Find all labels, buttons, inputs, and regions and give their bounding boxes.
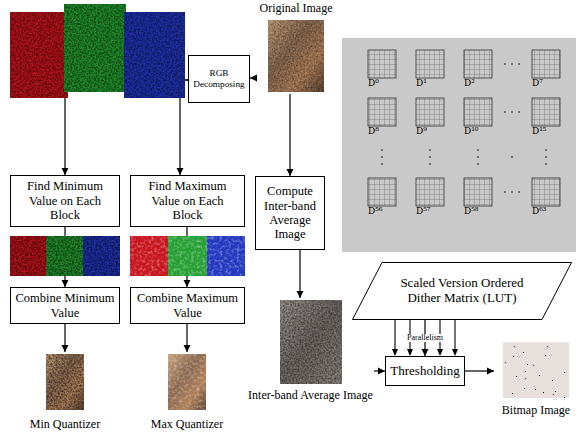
- connector: [62, 324, 69, 352]
- node-text: RGB Decomposing: [193, 68, 245, 89]
- process-box: Find Maximum Value on Each Block: [130, 175, 245, 227]
- photo: [268, 20, 324, 92]
- connector: [250, 75, 257, 82]
- process-box: Find Minimum Value on Each Block: [10, 175, 120, 227]
- matrix-label: D⁶³: [532, 207, 546, 217]
- matrix-label: D¹⁵: [532, 127, 546, 137]
- connector: [465, 368, 494, 375]
- image-caption: Inter-band Average Image: [247, 389, 374, 403]
- arrow-head: [177, 168, 184, 175]
- rgb-channels: [10, 4, 185, 98]
- image-node: Original Image: [257, 2, 335, 94]
- process-box: Combine Minimum Value: [10, 287, 120, 324]
- image-caption: Bitmap Image: [494, 404, 578, 418]
- connector: [287, 94, 294, 176]
- node-text: Find Minimum Value on Each Block: [15, 179, 115, 222]
- node-text: Combine Minimum Value: [15, 291, 115, 320]
- arrow-head: [250, 75, 257, 82]
- node-text: Thresholding: [390, 364, 460, 379]
- image-caption: Min Quantizer: [19, 418, 111, 432]
- image-node: Inter-band Average Image: [247, 298, 374, 403]
- matrix-label: D⁹: [416, 127, 427, 137]
- connector-line: [299, 250, 300, 298]
- data-parallelogram: Scaled Version Ordered Dither Matrix (LU…: [352, 262, 572, 320]
- connector: [184, 324, 191, 352]
- arrow-head: [422, 349, 429, 356]
- image-caption: Max Quantizer: [141, 418, 233, 432]
- matrix-label: D¹: [416, 79, 427, 89]
- matrix-label: D⁵⁸: [464, 207, 478, 217]
- parallelogram-shape: [353, 263, 572, 320]
- image-node: Bitmap Image: [494, 340, 578, 418]
- process-box: Combine Maximum Value: [130, 287, 245, 324]
- average-image: [280, 300, 342, 384]
- matrix-label: D⁵⁶: [368, 207, 382, 217]
- process-box: RGB Decomposing: [188, 55, 250, 103]
- connector-line: [289, 94, 290, 176]
- connector: [297, 250, 304, 298]
- node-text: Find Maximum Value on Each Block: [135, 179, 240, 222]
- matrix-label: D⁸: [368, 127, 379, 137]
- matrix-label: D⁷: [532, 79, 543, 89]
- arrow-head: [184, 280, 191, 287]
- edge-label: Parallelism: [405, 334, 445, 343]
- arrow-head: [487, 368, 494, 375]
- process-box: Thresholding: [385, 356, 465, 386]
- arrow-head: [62, 280, 69, 287]
- parallel-arrows: [392, 320, 458, 356]
- matrix-label: D⁰: [368, 79, 379, 89]
- matrix-label: D⁵⁷: [416, 207, 430, 217]
- min-channels: [10, 236, 120, 276]
- arrow-head: [184, 345, 191, 352]
- arrow-head: [287, 169, 294, 176]
- connector: [374, 368, 385, 375]
- image-caption: Original Image: [257, 2, 335, 16]
- arrow-head: [378, 368, 385, 375]
- arrow-head: [62, 168, 69, 175]
- node-text: Compute Inter-band Average Image: [260, 184, 320, 242]
- arrow-head: [62, 345, 69, 352]
- min-quantizer-image: [46, 354, 84, 410]
- arrow-head: [297, 291, 304, 298]
- node-text: Combine Maximum Value: [135, 291, 240, 320]
- image-node: Max Quantizer: [141, 352, 233, 432]
- node-text: Scaled Version Ordered Dither Matrix (LU…: [386, 276, 538, 306]
- max-channels: [130, 236, 245, 276]
- matrix-label: D¹⁰: [464, 127, 478, 137]
- matrix-label: D²: [464, 79, 475, 89]
- bitmap-image: [503, 342, 569, 398]
- process-box: Compute Inter-band Average Image: [255, 176, 325, 250]
- dither-panel: [342, 38, 576, 252]
- max-quantizer-image: [168, 354, 206, 410]
- image-node: Min Quantizer: [19, 352, 111, 432]
